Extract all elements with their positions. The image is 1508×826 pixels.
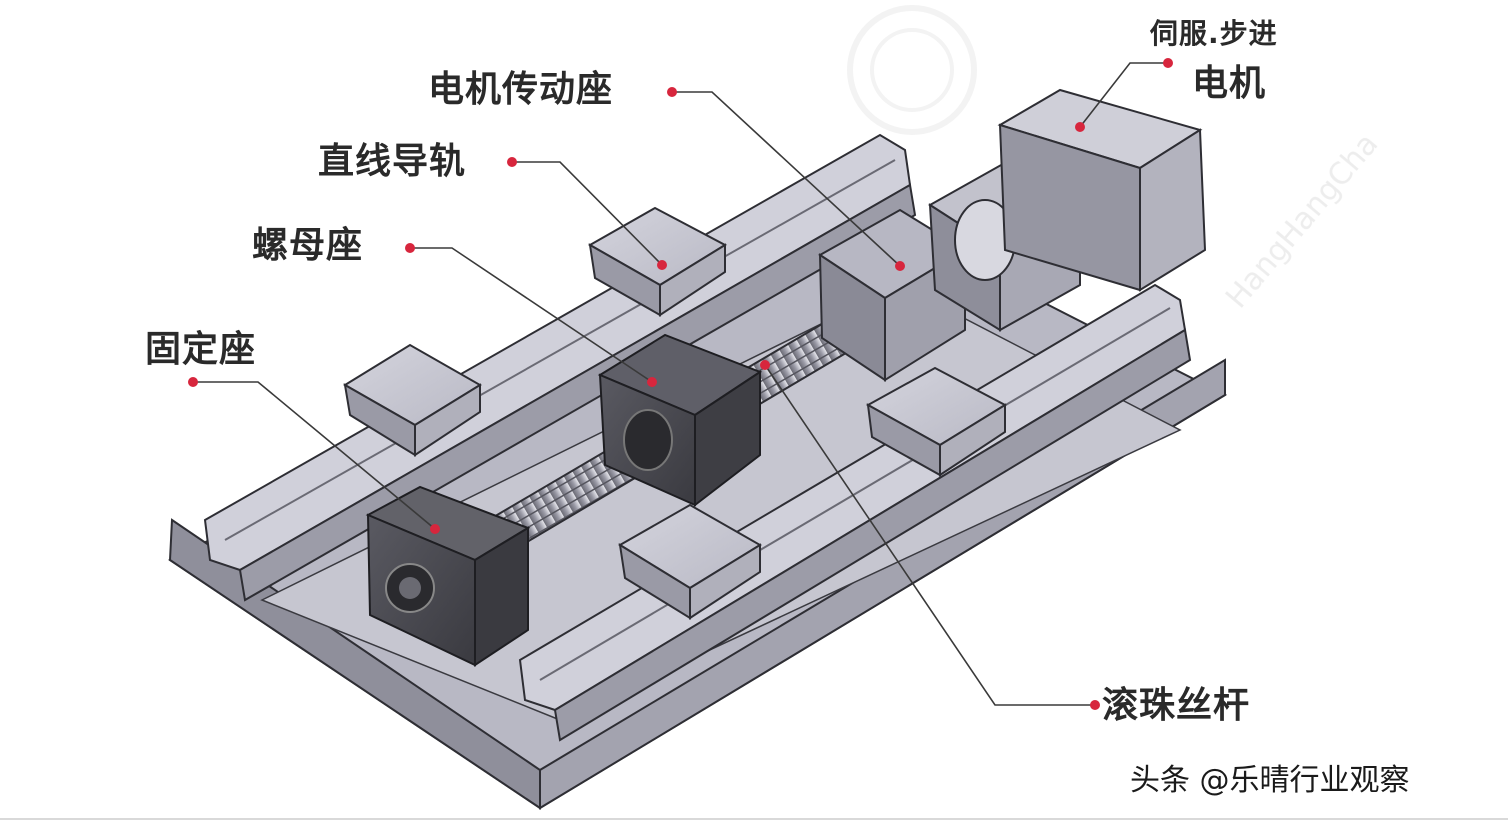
label-linear-guide: 直线导轨 xyxy=(318,141,467,182)
label-motor-drive-seat: 电机传动座 xyxy=(428,69,614,110)
slider-block-front-1 xyxy=(618,503,762,620)
label-nut-seat: 螺母座 xyxy=(252,225,364,266)
watermark-seal-icon xyxy=(847,5,977,135)
pointer-dot-fixed-label xyxy=(188,377,198,387)
pointer-dot-motor-drive-label xyxy=(667,87,677,97)
watermark-brand: HangHangCha xyxy=(1219,127,1385,315)
label-ball-screw: 滚珠丝杆 xyxy=(1102,685,1251,726)
slider-block-front-2 xyxy=(865,366,1008,477)
source-credit: 头条 @乐晴行业观察 xyxy=(1130,763,1410,798)
leader-ball-screw xyxy=(764,364,1095,706)
pointer-dots xyxy=(188,58,1173,710)
label-fixed-seat: 固定座 xyxy=(145,329,257,370)
label-motor-type: 伺服.步进 xyxy=(1150,17,1278,50)
pointer-dot-nut-part xyxy=(647,377,657,387)
motor-body xyxy=(997,88,1207,292)
slider-block-rear-1 xyxy=(343,343,482,457)
pointer-dot-screw-label xyxy=(1090,700,1100,710)
pointer-dot-motor-drive-part xyxy=(895,261,905,271)
pointer-dot-guide-part xyxy=(657,260,667,270)
pointer-dot-screw-part xyxy=(760,360,770,370)
pointer-dot-fixed-part xyxy=(430,524,440,534)
pointer-dot-guide-label xyxy=(507,157,517,167)
bottom-divider xyxy=(0,818,1508,820)
label-motor: 电机 xyxy=(1192,63,1267,104)
leader-lines xyxy=(193,62,1168,706)
leader-fixed-seat xyxy=(193,381,436,530)
pointer-dot-motor-label xyxy=(1163,58,1173,68)
fixed-seat xyxy=(365,485,531,667)
leader-motor xyxy=(1079,62,1168,128)
nut-seat xyxy=(597,333,763,508)
leader-nut-seat xyxy=(410,247,653,383)
pointer-dot-nut-label xyxy=(405,243,415,253)
leader-motor-drive-seat xyxy=(672,91,901,267)
pointer-dot-motor-part xyxy=(1075,122,1085,132)
leader-linear-guide xyxy=(512,161,663,266)
